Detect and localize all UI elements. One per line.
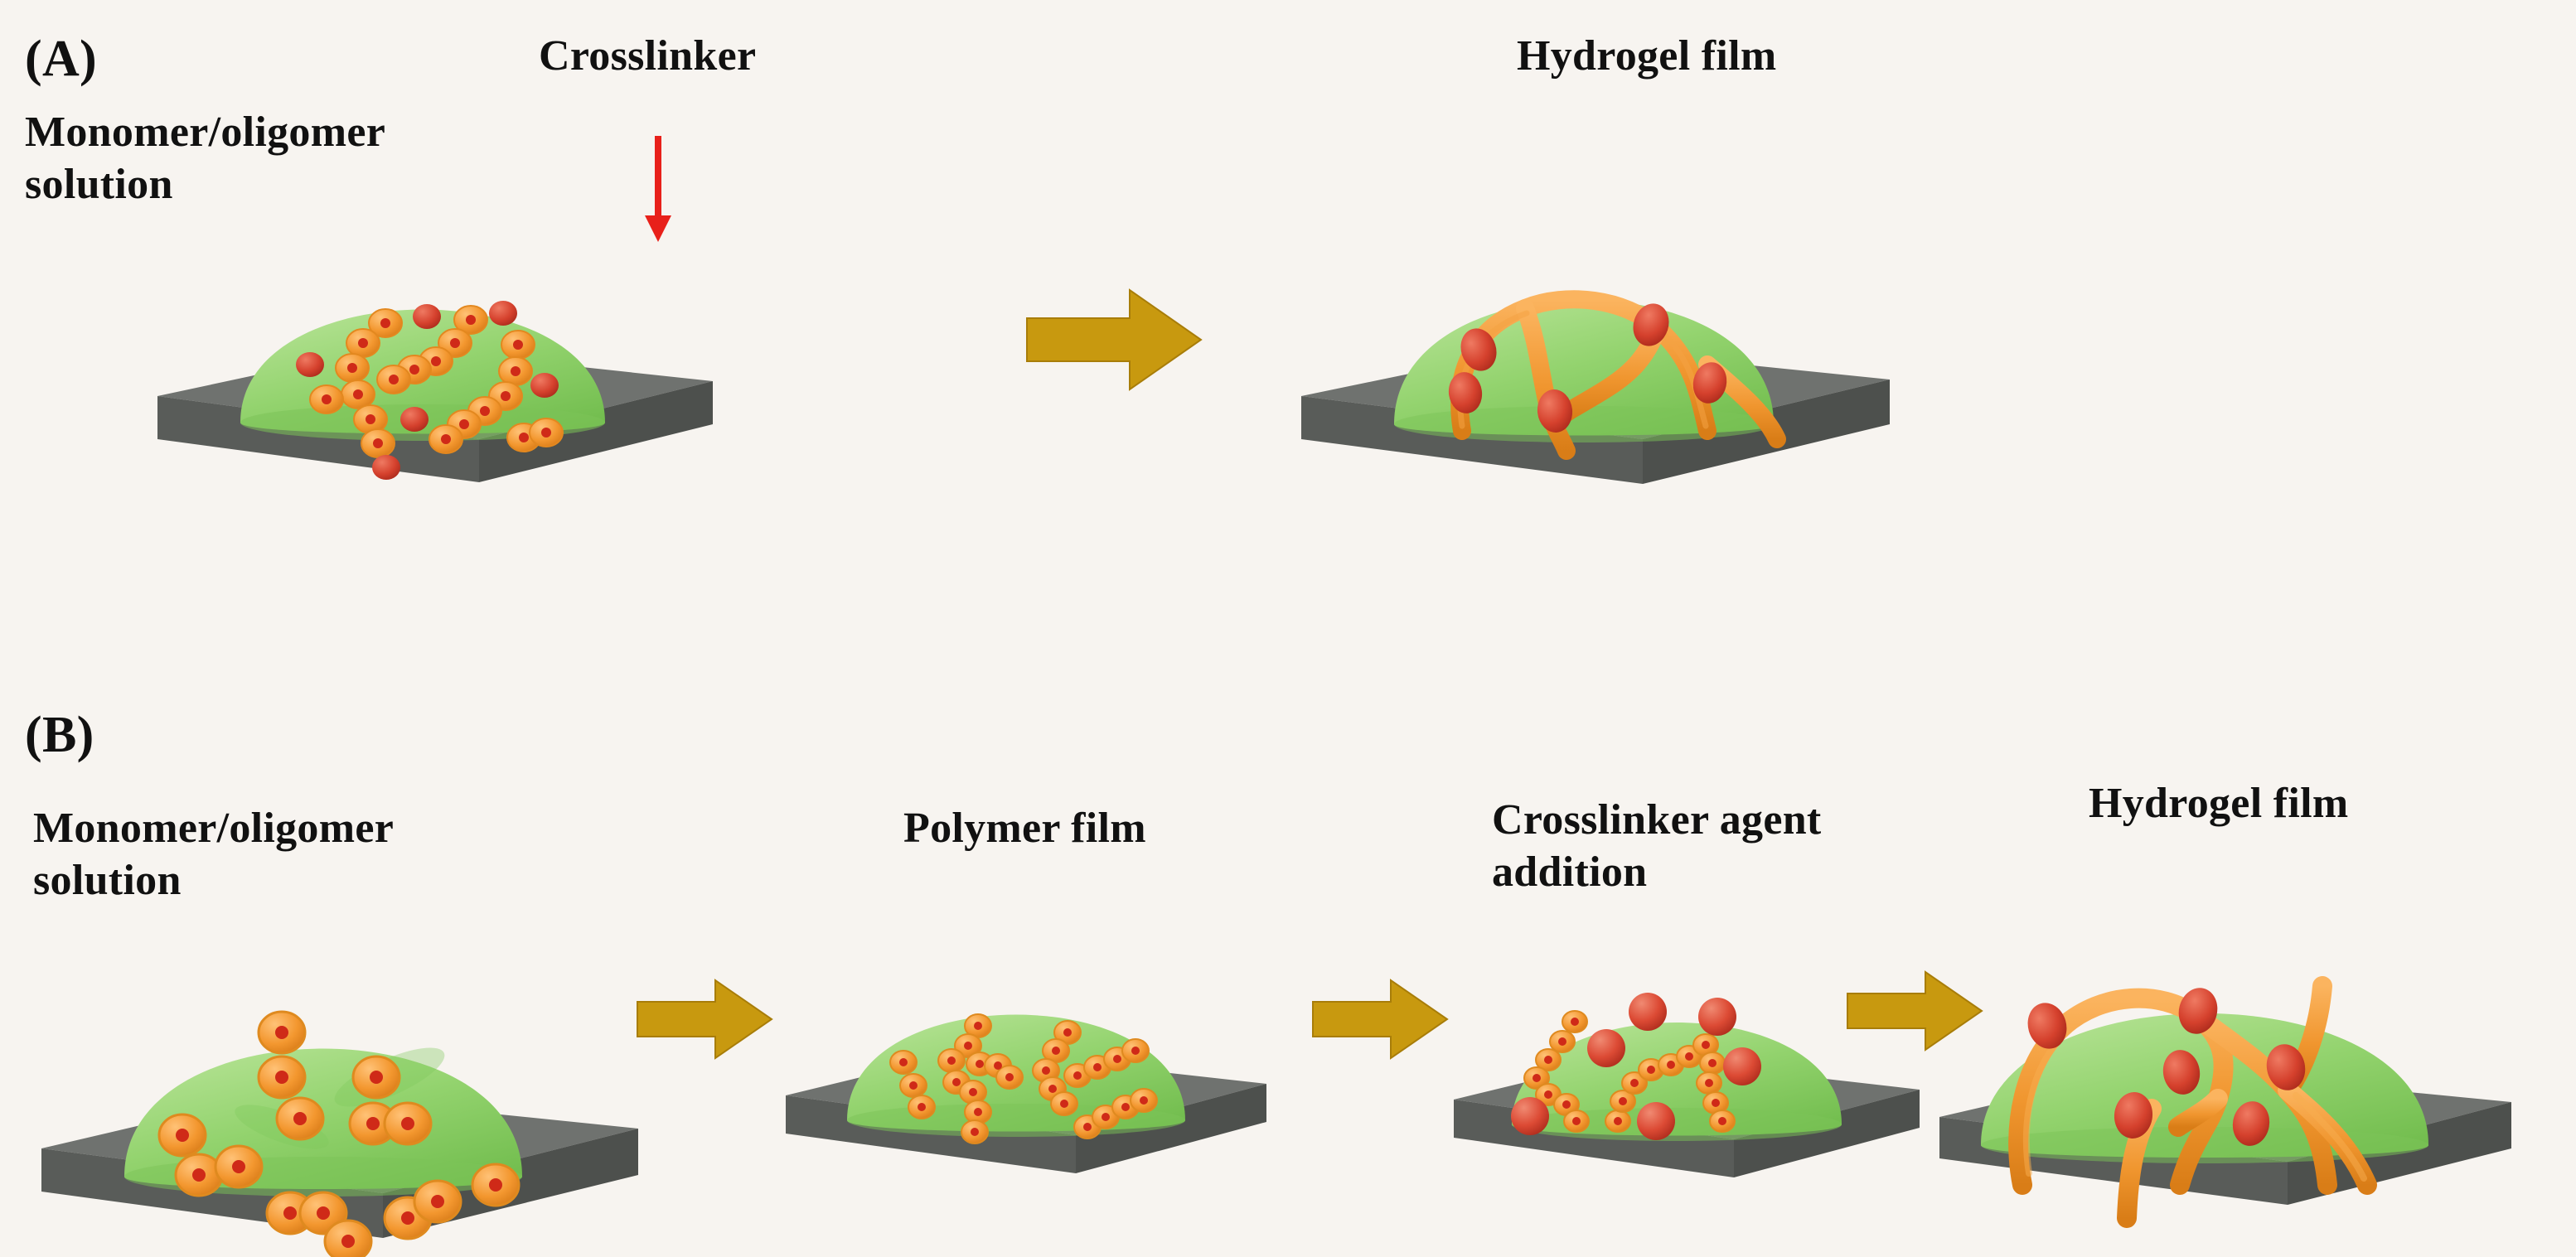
panel-a-step-2-scene xyxy=(1276,166,1906,497)
panel-b-flow-arrow-3 xyxy=(1844,965,1985,1061)
panel-b-step-1-scene xyxy=(8,870,663,1257)
panel-a-crosslinker-label: Crosslinker xyxy=(539,32,757,80)
crosslink-nodes xyxy=(2027,988,2306,1146)
panel-a-product-label: Hydrogel film xyxy=(1517,32,1777,80)
panel-b-tag: (B) xyxy=(25,707,94,763)
panel-b-flow-arrow-1 xyxy=(634,974,775,1069)
panel-b-step-2-scene xyxy=(771,878,1285,1210)
panel-b-polymer-label: Polymer film xyxy=(903,805,1146,852)
panel-b-step-3-scene xyxy=(1442,891,1939,1214)
panel-b-flow-arrow-2 xyxy=(1310,974,1450,1069)
panel-a-flow-arrow xyxy=(1024,282,1206,402)
panel-a-solution-label: Monomer/oligomer solution xyxy=(25,109,386,209)
crosslinker-spheres xyxy=(296,301,559,480)
crosslink-nodes xyxy=(1448,303,1727,433)
panel-b-crosslinker-addition-label: Crosslinker agent addition xyxy=(1492,796,1822,897)
crosslinker-agent-spheres xyxy=(1511,993,1761,1140)
panel-b-step-4-scene xyxy=(1931,853,2561,1228)
panel-a-tag: (A) xyxy=(25,31,97,87)
down-arrow-icon xyxy=(634,133,684,249)
panel-b-solution-label: Monomer/oligomer solution xyxy=(33,805,395,905)
panel-b-product-label: Hydrogel film xyxy=(2089,780,2349,827)
panel-a-step-1-scene xyxy=(141,174,721,497)
